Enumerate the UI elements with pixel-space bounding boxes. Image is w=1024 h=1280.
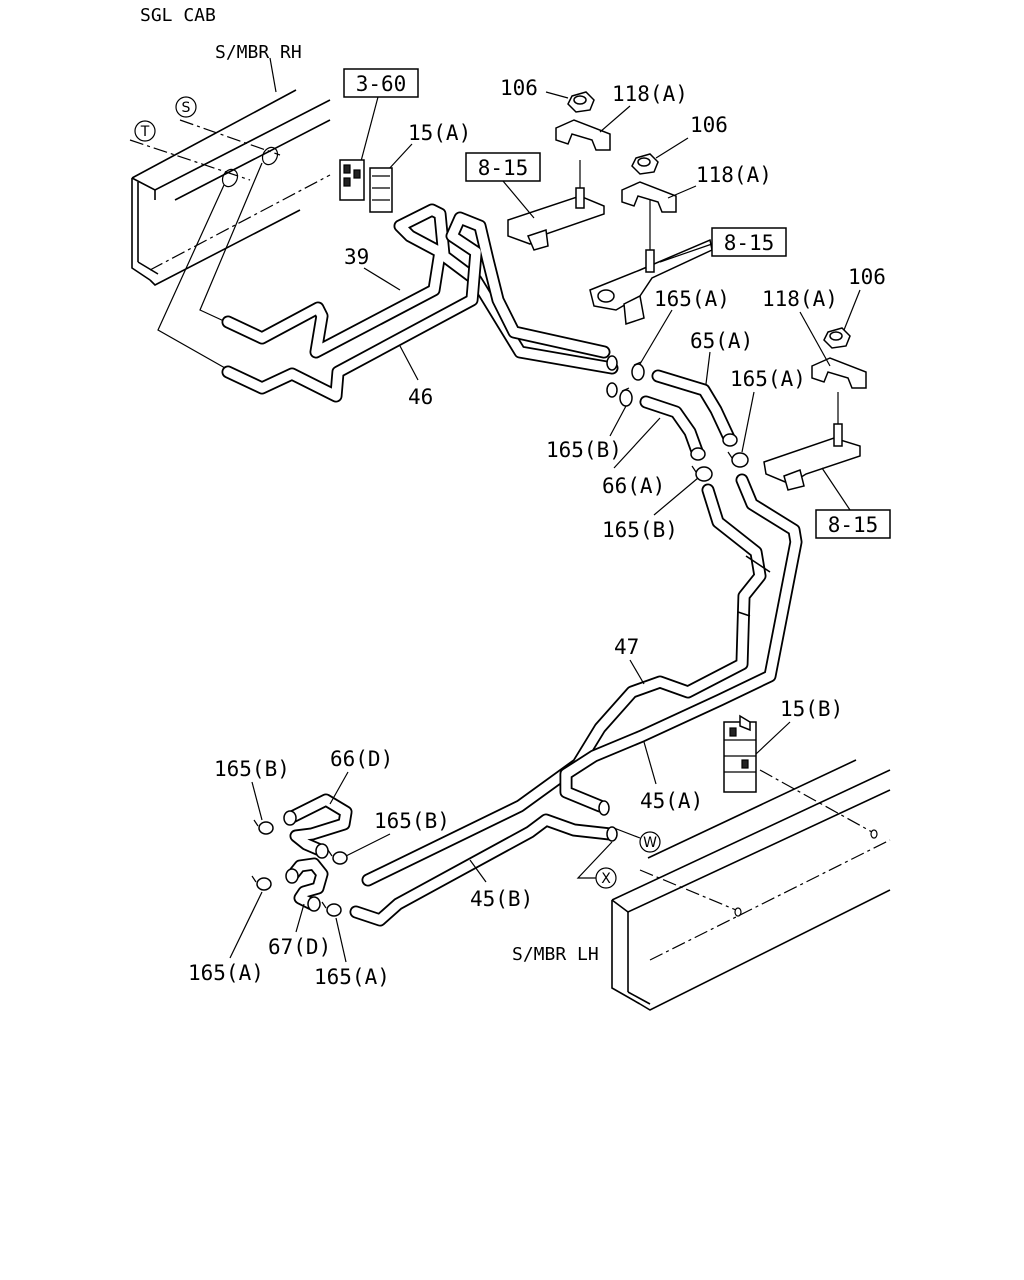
clamp-165a-low-1 [251, 875, 272, 891]
frame-label-lh: S/MBR LH [512, 944, 599, 965]
svg-text:T: T [140, 124, 150, 140]
label-118a-2: 118(A) [696, 163, 772, 187]
marker-x: X [595, 867, 617, 889]
clamp-165a-mid [727, 451, 749, 468]
label-165a-3: 165(A) [188, 961, 264, 985]
ref-box-8-15-b-label: 8-15 [724, 231, 775, 255]
label-66a: 66(A) [602, 474, 665, 498]
pipe-45a [559, 473, 803, 813]
clip-15a [339, 159, 393, 213]
frame-label-rh: S/MBR RH [215, 42, 302, 63]
nut-106-3 [823, 327, 851, 349]
clamp-165a-low-2 [321, 901, 342, 917]
pipe-45b [349, 813, 617, 927]
label-106-3: 106 [848, 265, 886, 289]
label-118a-1: 118(A) [612, 82, 688, 106]
ref-box-8-15-b[interactable] [711, 227, 787, 257]
svg-text:X: X [601, 871, 611, 887]
ref-box-8-15-c-label: 8-15 [828, 513, 879, 537]
hose-66d [283, 793, 353, 859]
ref-box-3-60[interactable] [343, 68, 419, 98]
label-47: 47 [614, 635, 639, 659]
clip-118a-3 [811, 357, 867, 389]
pipe-46 [221, 211, 611, 403]
clip-15b [723, 714, 757, 793]
label-39: 39 [344, 245, 369, 269]
label-165a-2: 165(A) [730, 367, 806, 391]
marker-t: T [134, 120, 156, 142]
clamp-165b-low-2 [327, 849, 348, 865]
clamp-165b-low-1 [253, 819, 274, 835]
label-165b-3: 165(B) [214, 757, 290, 781]
hose-66a [639, 395, 706, 461]
side-member-lh [611, 759, 891, 1011]
label-15b: 15(B) [780, 697, 843, 721]
label-106-1: 106 [500, 76, 538, 100]
label-165b-1: 165(B) [546, 438, 622, 462]
label-106-2: 106 [690, 113, 728, 137]
label-45b: 45(B) [470, 887, 533, 911]
label-165b-2: 165(B) [602, 518, 678, 542]
bracket-middle [589, 196, 713, 326]
label-15a: 15(A) [408, 121, 471, 145]
hose-67d [285, 857, 329, 912]
bracket-upper-left [507, 160, 605, 251]
label-67d: 67(D) [268, 935, 331, 959]
marker-w: W [639, 831, 661, 853]
label-66d: 66(D) [330, 747, 393, 771]
label-165a-1: 165(A) [654, 287, 730, 311]
pipe-39 [221, 203, 619, 375]
svg-text:S: S [182, 100, 191, 116]
label-165b-4: 165(B) [374, 809, 450, 833]
clamp-165b-mid [691, 465, 713, 482]
diagram-title: SGL CAB [140, 5, 216, 26]
clamp-165a-upper [631, 361, 645, 381]
ref-box-8-15-a[interactable] [465, 152, 541, 182]
label-165a-4: 165(A) [314, 965, 390, 989]
side-member-rh [129, 89, 331, 369]
label-45a: 45(A) [640, 789, 703, 813]
ref-box-8-15-a-label: 8-15 [478, 156, 529, 180]
ref-box-3-60-label: 3-60 [356, 72, 407, 96]
label-46: 46 [408, 385, 433, 409]
svg-text:W: W [643, 835, 657, 851]
clamp-165b-upper [619, 387, 633, 407]
ref-box-8-15-c[interactable] [815, 509, 891, 539]
clip-118a-1 [555, 119, 611, 151]
nut-106-2 [631, 153, 659, 175]
hose-65a [651, 369, 738, 447]
label-65a: 65(A) [690, 329, 753, 353]
clip-118a-2 [621, 181, 677, 213]
bracket-right [763, 392, 861, 491]
label-118a-3: 118(A) [762, 287, 838, 311]
nut-106-1 [567, 91, 595, 113]
marker-s: S [175, 96, 197, 118]
